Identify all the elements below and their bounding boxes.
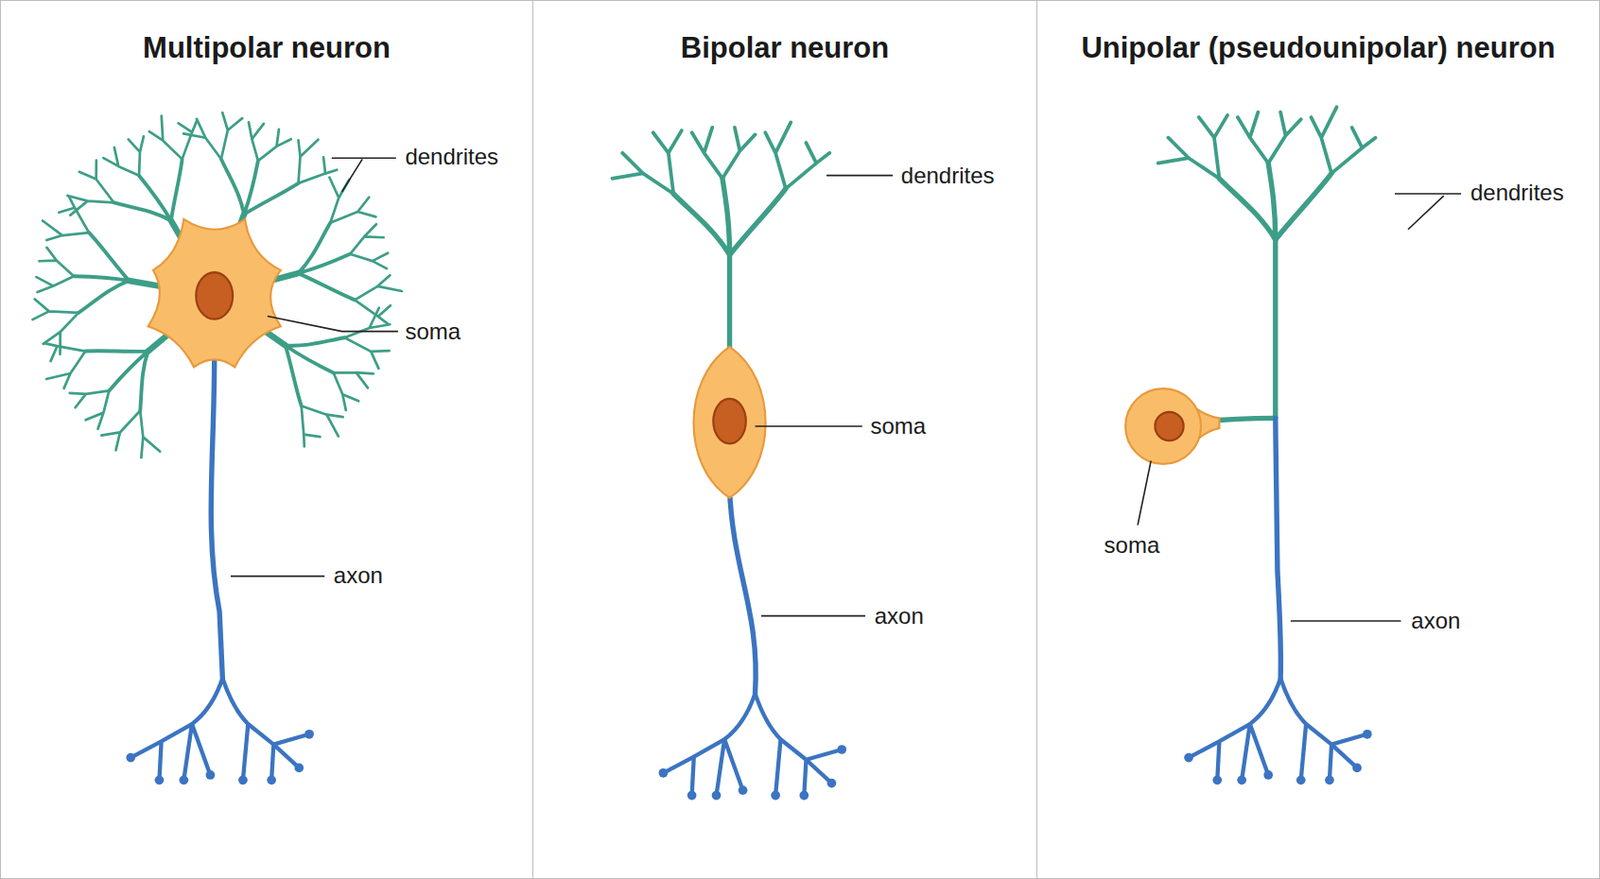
bipolar-neuron: [611, 121, 893, 800]
unipolar-neuron: [1125, 106, 1461, 785]
multipolar-neuron: [19, 95, 412, 785]
part-label: dendrites: [901, 162, 995, 190]
neuron-panel: Multipolar neuron: [0, 0, 534, 879]
part-label: dendrites: [1470, 179, 1565, 207]
panel-title: Bipolar neuron: [533, 31, 1037, 66]
part-label: soma: [869, 413, 926, 440]
part-label: axon: [333, 562, 383, 590]
part-label: dendrites: [404, 143, 499, 171]
part-label: soma: [404, 318, 461, 346]
part-label: axon: [1410, 608, 1461, 635]
panel-title: Multipolar neuron: [0, 31, 533, 66]
panel-title: Unipolar (pseudounipolar) neuron: [1037, 31, 1600, 66]
part-label: axon: [874, 603, 924, 630]
part-label: soma: [1104, 532, 1161, 559]
